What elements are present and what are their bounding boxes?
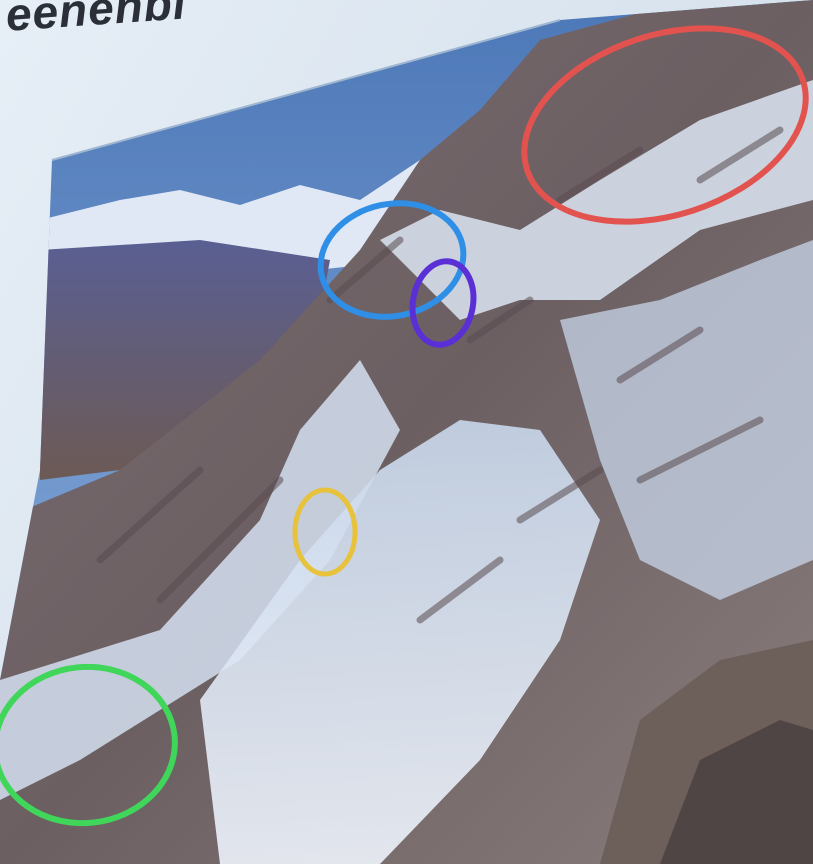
foreground-shadow (660, 720, 813, 864)
purple-ellipse (409, 258, 477, 348)
photo-edge (51, 19, 561, 161)
green-ellipse (0, 663, 178, 827)
yellow-ellipse (292, 487, 358, 577)
red-ellipse (521, 25, 809, 225)
rock-streaks (96, 126, 784, 624)
snow-slope-right (560, 240, 813, 600)
snow-slope-left (0, 360, 400, 800)
snow-ridge-upper (380, 80, 813, 320)
blue-ellipse (317, 200, 467, 320)
snow-slope-center (200, 420, 600, 864)
